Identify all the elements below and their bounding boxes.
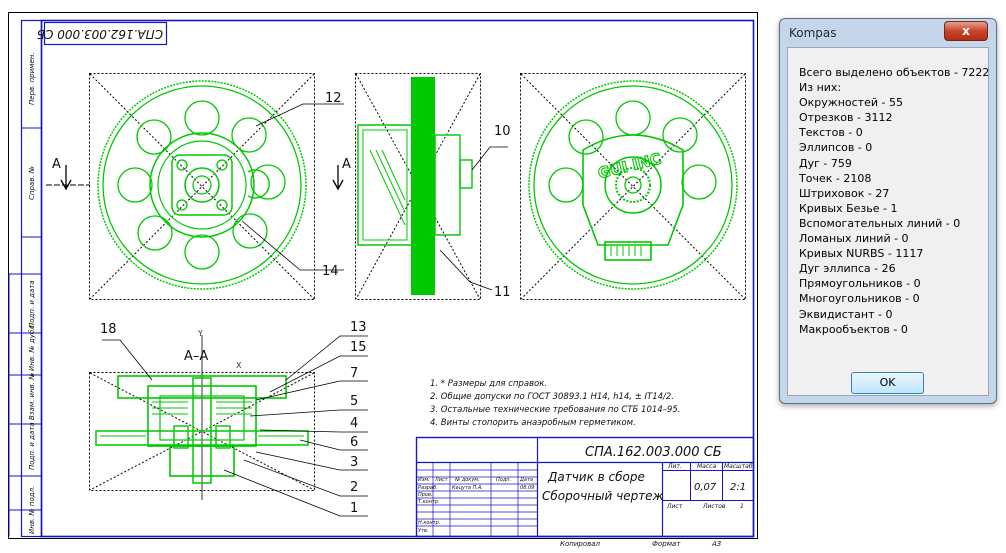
- rotated-designation-box: [43, 21, 168, 46]
- tb-title-line2: Сборочный чертеж: [542, 489, 664, 503]
- stat-rectangles: Прямоугольников - 0: [799, 277, 921, 291]
- tb-sheets-label: Листов: [702, 503, 726, 510]
- tb-list: Лист: [434, 477, 449, 483]
- title-block: СПА.162.003.000 СБ Датчик в сборе Сбороч…: [415, 436, 755, 538]
- stat-macro-objects: Макрообъектов - 0: [799, 322, 908, 336]
- statistics-list: Всего выделено объектов - 7222 Из них: О…: [799, 65, 989, 337]
- stat-ellipses: Эллипсов - 0: [799, 141, 873, 155]
- stat-bezier: Кривых Безье - 1: [799, 201, 898, 215]
- side-label-inv-dubl: Инв. № дубл.: [28, 323, 36, 371]
- section-marker-left: А: [52, 157, 61, 172]
- part-12-label: 12: [325, 91, 342, 106]
- note-4: 4. Винты стопорить анаэробным герметиком…: [430, 418, 636, 428]
- part-5-label: 5: [350, 394, 358, 409]
- note-2: 2. Общие допуски по ГОСТ 30893.1 H14, h1…: [430, 392, 674, 402]
- drawing-sheet: Перв. примен. Справ. № Подп. и дата Инв.…: [8, 12, 758, 548]
- tb-mass-label: Масса: [697, 463, 716, 470]
- part-18-label: 18: [100, 322, 117, 337]
- close-button[interactable]: x: [944, 21, 988, 41]
- view-front: А А 12 14: [46, 73, 351, 300]
- side-label-sprav: Справ. №: [28, 166, 36, 200]
- part-2-label: 2: [350, 480, 358, 495]
- copied-label: Копировал: [560, 540, 601, 548]
- side-label-podp2: Подп. и дата: [28, 422, 36, 470]
- tb-lit-label: Лит.: [667, 463, 682, 470]
- technical-notes: 1. * Размеры для справок. 2. Общие допус…: [430, 379, 680, 428]
- tb-sign: Подп.: [496, 477, 511, 483]
- stat-aux-lines: Вспомогательных линий - 0: [799, 216, 961, 230]
- axis-y-label: Y: [197, 329, 203, 338]
- stat-equidistants: Эквидистант - 0: [799, 307, 893, 321]
- binding-strip-labels: Перв. примен. Справ. № Подп. и дата Инв.…: [28, 52, 36, 534]
- note-1: 1. * Размеры для справок.: [430, 379, 547, 389]
- stat-nurbs: Кривых NURBS - 1117: [799, 247, 924, 261]
- tb-designation: СПА.162.003.000 СБ: [585, 445, 722, 460]
- ok-button[interactable]: OK: [851, 372, 924, 394]
- stat-arcs: Дуг - 759: [799, 156, 852, 170]
- axis-x-label: X: [236, 361, 242, 370]
- part-6-label: 6: [350, 435, 358, 450]
- stat-of-them: Из них:: [799, 81, 842, 95]
- tb-razrab: Разраб.: [418, 485, 438, 491]
- close-icon: x: [962, 24, 970, 38]
- stat-texts: Текстов - 0: [799, 126, 863, 140]
- format-label: Формат: [652, 540, 681, 548]
- view-section-a-a: А–А Y X 18 13 15 7 5 4 6 3 2 1: [89, 320, 368, 517]
- part-13-label: 13: [350, 320, 367, 335]
- part-10-label: 10: [494, 124, 511, 139]
- binding-strip: [20, 19, 43, 538]
- tb-razrab-name: Кацута П.А.: [452, 485, 483, 491]
- part-15-label: 15: [350, 340, 367, 355]
- section-title: А–А: [184, 349, 208, 364]
- tb-nkontr: Н.контр.: [418, 520, 440, 526]
- tb-sheet-label: Лист: [666, 503, 683, 510]
- format-value: A3: [711, 540, 721, 548]
- tb-doc: № докум.: [454, 477, 480, 483]
- stat-ellipse-arcs: Дуг эллипса - 26: [799, 262, 896, 276]
- dialog-title: Kompas: [789, 26, 837, 40]
- tb-prov: Пров.: [418, 492, 433, 498]
- tb-date: Дата: [519, 477, 533, 483]
- part-11-label: 11: [494, 285, 511, 300]
- stat-points: Точек - 2108: [799, 171, 872, 185]
- view-rear: GUI INC: [520, 73, 746, 300]
- tb-date-value: 08.09: [520, 485, 534, 491]
- binding-strip-dividers: [8, 127, 42, 537]
- part-14-label: 14: [322, 264, 339, 279]
- tb-utv: Утв.: [418, 528, 429, 534]
- part-1-label: 1: [350, 501, 358, 516]
- stat-circles: Окружностей - 55: [799, 96, 903, 110]
- view-side: 10 11: [355, 73, 511, 300]
- tb-scale-value: 2:1: [730, 482, 746, 493]
- dialog-body: Всего выделено объектов - 7222 Из них: О…: [787, 47, 989, 396]
- tb-izm: Изм.: [418, 477, 430, 483]
- tb-tkontr: Т.контр.: [418, 499, 440, 505]
- stat-segments: Отрезков - 3112: [799, 111, 893, 125]
- part-7-label: 7: [350, 366, 358, 381]
- tb-scale-label: Масштаб: [724, 463, 753, 470]
- stat-polylines: Ломаных линий - 0: [799, 232, 909, 246]
- side-label-perv: Перв. примен.: [28, 52, 36, 105]
- tb-title-line1: Датчик в сборе: [547, 470, 645, 484]
- stat-total: Всего выделено объектов - 7222: [799, 66, 990, 79]
- part-4-label: 4: [350, 416, 358, 431]
- rotated-designation-text: СПА.162.003.000 СБ: [37, 27, 163, 41]
- side-label-podp1: Подп. и дата: [28, 280, 36, 328]
- note-3: 3. Остальные технические требования по С…: [430, 405, 680, 415]
- side-label-vzam: Взам. инв. №: [28, 372, 36, 420]
- tb-sheets-count: 1: [740, 503, 744, 510]
- part-3-label: 3: [350, 455, 358, 470]
- side-label-inv-podl: Инв. № подл.: [28, 486, 36, 534]
- stat-polygons: Многоугольников - 0: [799, 292, 920, 306]
- stat-hatches: Штриховок - 27: [799, 186, 890, 200]
- dialog-titlebar[interactable]: Kompas x: [780, 19, 996, 45]
- section-marker-right: А: [342, 157, 351, 172]
- kompas-dialog: Kompas x Всего выделено объектов - 7222 …: [779, 18, 997, 404]
- tb-mass-value: 0,07: [694, 482, 717, 493]
